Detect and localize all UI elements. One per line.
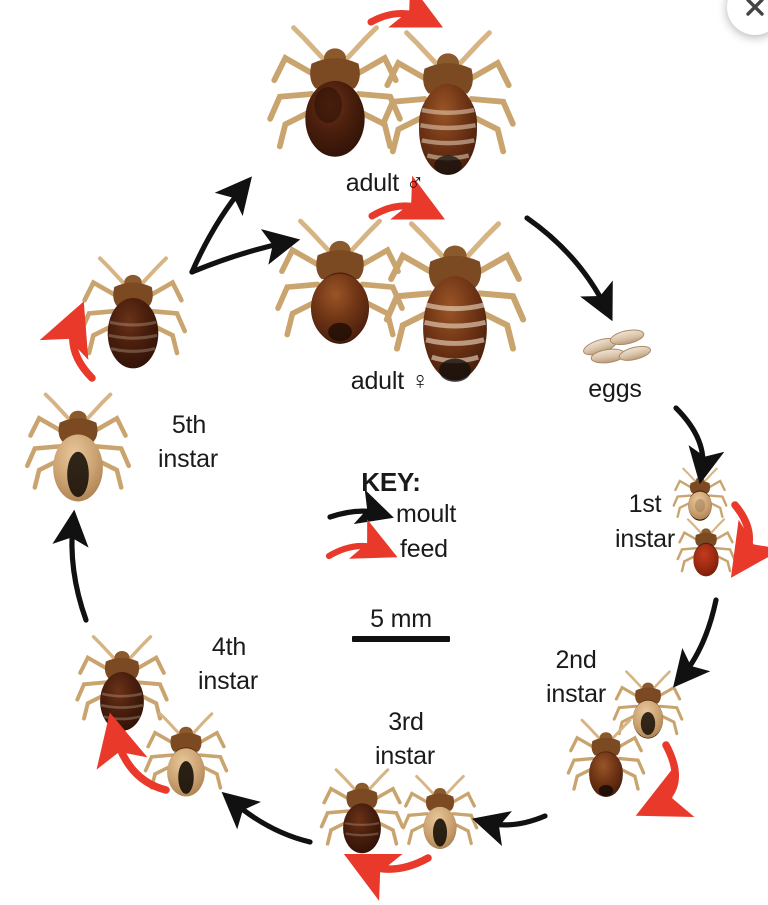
label-instar3-line2: instar — [375, 742, 435, 770]
bug-instar5-fed — [81, 258, 184, 369]
bug-adult-female-fed — [387, 224, 523, 382]
bug-instar3-unfed — [401, 774, 479, 851]
bug-adult-male-unfed — [270, 28, 400, 157]
eggs-cluster — [583, 329, 651, 364]
feed-arrow-adult-female — [368, 175, 446, 220]
bug-instar2-fed — [566, 718, 646, 797]
label-instar4-line1: 4th — [211, 633, 247, 661]
label-instar1-line2: instar — [615, 525, 675, 553]
label-instar5-line1: 5th — [171, 411, 207, 439]
label-instar2-line1: 2nd — [555, 646, 597, 674]
label-instar4-line2: instar — [198, 667, 258, 695]
moult-arrow-2nd-to-3rd — [471, 811, 548, 847]
label-instar1-line1: 1st — [628, 490, 662, 518]
bug-adult-male-fed — [383, 33, 513, 175]
feed-arrow-instar5 — [39, 301, 96, 382]
moult-arrow-eggs-to-1st — [673, 405, 725, 485]
bug-instar5-unfed — [27, 395, 129, 502]
close-button[interactable] — [727, 0, 768, 35]
bug-adult-female-unfed — [278, 221, 402, 344]
scale-bar — [352, 636, 450, 642]
moult-arrow-1st-to-2nd — [673, 597, 719, 688]
key-feed-label: feed — [400, 535, 448, 563]
label-adult-female: adult ♀ — [350, 367, 430, 395]
bug-instar4-unfed — [143, 712, 229, 797]
label-instar3-line1: 3rd — [388, 708, 424, 736]
label-instar2-line2: instar — [546, 680, 606, 708]
feed-arrow-instar1 — [730, 501, 768, 578]
label-adult-male: adult ♂ — [345, 169, 425, 197]
label-eggs: eggs — [588, 375, 642, 403]
scale-label: 5 mm — [370, 605, 432, 633]
key-title: KEY: — [361, 467, 421, 497]
feed-arrow-instar3 — [343, 853, 432, 901]
close-icon — [746, 0, 764, 16]
bug-instar3-fed — [319, 768, 405, 854]
bug-instar2-unfed — [612, 670, 684, 741]
feed-arrow-instar4 — [96, 712, 170, 794]
key-moult-arrow — [327, 489, 394, 525]
key-feed-arrow — [325, 519, 398, 560]
moult-arrow-5th-to-adult-male — [189, 176, 252, 275]
feed-arrow-instar2 — [635, 741, 695, 817]
feed-arrow-adult-male — [367, 0, 444, 28]
label-instar5-line2: instar — [158, 445, 218, 473]
key-moult-label: moult — [396, 500, 457, 528]
moult-arrow-adult-to-eggs — [524, 215, 613, 322]
moult-arrow-3rd-to-4th — [221, 791, 313, 845]
bug-instar4-fed — [75, 634, 169, 731]
moult-arrow-5th-to-adult-female — [189, 229, 301, 275]
moult-arrow-4th-to-5th — [52, 509, 89, 623]
